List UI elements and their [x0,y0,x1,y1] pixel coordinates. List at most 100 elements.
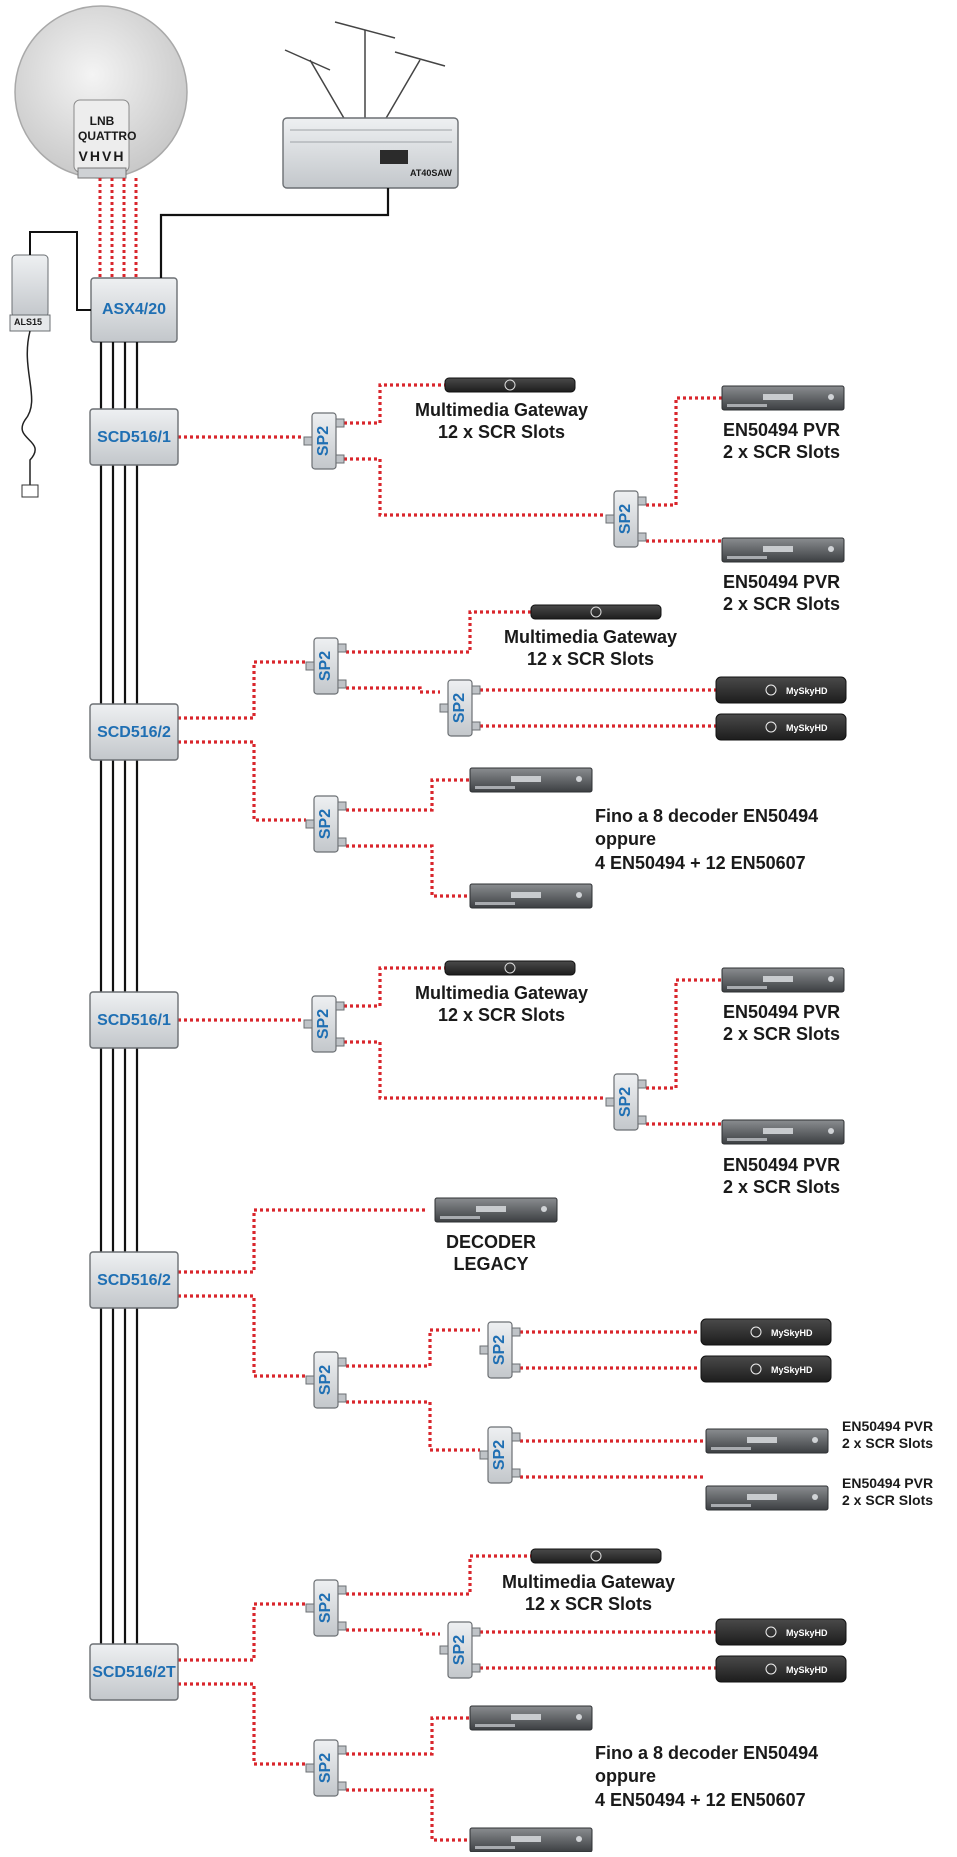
gateway-label-2-line2: 12 x SCR Slots [527,648,655,669]
amp-feed-cable [159,188,390,278]
pvr-label-6-line1: EN50494 PVR [842,1475,934,1491]
splitter-label: SP2 [315,426,332,456]
switch-label-2: SCD516/2 [97,724,171,741]
red-coax-cables [98,178,722,1842]
pvr-box [705,1428,829,1454]
splitter-label: SP2 [315,1009,332,1039]
gateway-label-4-line2: 12 x SCR Slots [525,1593,653,1614]
pvr-box [721,967,845,993]
brand-label: MySkyHD [786,1628,828,1638]
red-cable [646,396,722,507]
lnb-label-line1: LNB [89,114,115,128]
fino-label-2: Fino a 8 decoder EN50494 oppure 4 EN5049… [595,1742,818,1812]
sky-box: MySkyHD [715,1655,847,1683]
fino-label-2-line3: 4 EN50494 + 12 EN50607 [595,1789,806,1810]
red-cable [178,1208,428,1274]
amplifier-box [282,117,459,189]
gateway-label-2-line1: Multimedia Gateway [504,627,678,647]
pvr-box [721,385,845,411]
red-cable [346,844,470,898]
switch-label-4: SCD516/2 [97,1272,171,1289]
brand-label: MySkyHD [786,1665,828,1675]
red-cable [178,1294,306,1378]
red-cable [346,1400,480,1452]
pvr-label-1-line1: EN50494 PVR [723,420,841,440]
pvr-label-5-line1: EN50494 PVR [842,1418,934,1434]
lnb-pol-letters: VHVH [78,148,126,164]
pvr-label-6-line2: 2 x SCR Slots [842,1491,934,1508]
red-cable [346,1328,480,1368]
sky-box: MySkyHD [715,1618,847,1646]
red-cable [178,740,306,822]
pvr-label-4-line1: EN50494 PVR [723,1155,841,1175]
multiswitch-label: ASX4/20 [101,301,167,318]
pvr-label-3: EN50494 PVR 2 x SCR Slots [723,1002,840,1045]
splitter-label: SP2 [617,504,634,534]
pvr-box [721,1119,845,1145]
gateway-label-2: Multimedia Gateway 12 x SCR Slots [504,627,677,670]
fino-label-2-line1: Fino a 8 decoder EN50494 [595,1743,819,1763]
red-cable [646,978,722,1090]
gateway-label-4-line1: Multimedia Gateway [502,1572,676,1592]
psu-feed-cable [29,231,91,311]
splitter-label: SP2 [451,693,468,723]
red-cable [346,1554,531,1596]
red-cable [178,660,306,720]
sky-box: MySkyHD [715,713,847,741]
pvr-label-4: EN50494 PVR 2 x SCR Slots [723,1155,840,1198]
splitter-label: SP2 [317,651,334,681]
splitter-label: SP2 [317,1753,334,1783]
fino-label-1-line2: oppure [595,829,656,850]
gateway-label-3-line1: Multimedia Gateway [415,983,589,1003]
brand-label: MySkyHD [786,723,828,733]
red-cable [344,966,446,1008]
pvr-label-3-line2: 2 x SCR Slots [723,1023,841,1044]
pvr-label-5: EN50494 PVR 2 x SCR Slots [842,1418,933,1452]
red-cable [344,457,606,517]
splitter-label: SP2 [317,1365,334,1395]
splitter: SP2 [305,795,347,853]
psu-label: ALS15 [14,317,43,327]
splitter: SP2 [303,412,345,470]
pvr-label-6: EN50494 PVR 2 x SCR Slots [842,1475,933,1509]
red-cable [178,1682,306,1766]
red-cable [346,778,470,812]
pvr-label-3-line1: EN50494 PVR [723,1002,841,1022]
power-supply [9,254,51,498]
splitter-label: SP2 [451,1635,468,1665]
splitter: SP2 [305,1739,347,1797]
amp-label: AT40SAW [410,168,452,178]
legacy-label-line2: LEGACY [453,1253,529,1274]
pvr-label-5-line2: 2 x SCR Slots [842,1434,934,1451]
gateway-label-3-line2: 12 x SCR Slots [438,1004,566,1025]
pvr-box [705,1485,829,1511]
splitter: SP2 [605,1073,647,1131]
splitter-label: SP2 [617,1087,634,1117]
pvr-box [721,537,845,563]
legacy-label-line1: DECODER [445,1232,536,1252]
red-cable [346,1628,440,1636]
brand-label: MySkyHD [771,1328,813,1338]
gateway-label-3: Multimedia Gateway 12 x SCR Slots [415,983,588,1026]
fino-label-2-line2: oppure [595,1766,656,1787]
red-cable [344,383,446,425]
pvr-box [469,1827,593,1853]
brand-label: MySkyHD [771,1365,813,1375]
red-cable [346,686,440,694]
pvr-box [469,883,593,909]
switch-label-5: SCD516/2T [92,1664,176,1681]
fino-label-1: Fino a 8 decoder EN50494 oppure 4 EN5049… [595,805,818,875]
splitter: SP2 [305,1351,347,1409]
red-cable [346,1716,470,1756]
brand-label: MySkyHD [786,686,828,696]
sky-box: MySkyHD [700,1355,832,1383]
sky-box: MySkyHD [715,676,847,704]
gateway-label-1: Multimedia Gateway 12 x SCR Slots [415,400,588,443]
splitter-label: SP2 [491,1440,508,1470]
multiswitch-stack [89,408,179,1701]
pvr-label-4-line2: 2 x SCR Slots [723,1176,841,1197]
end-devices: MySkyHD MySkyHD MySkyHD MySkyHD MySkyHD MySky… [434,377,847,1853]
gw-box [530,604,662,620]
splitter: SP2 [605,490,647,548]
